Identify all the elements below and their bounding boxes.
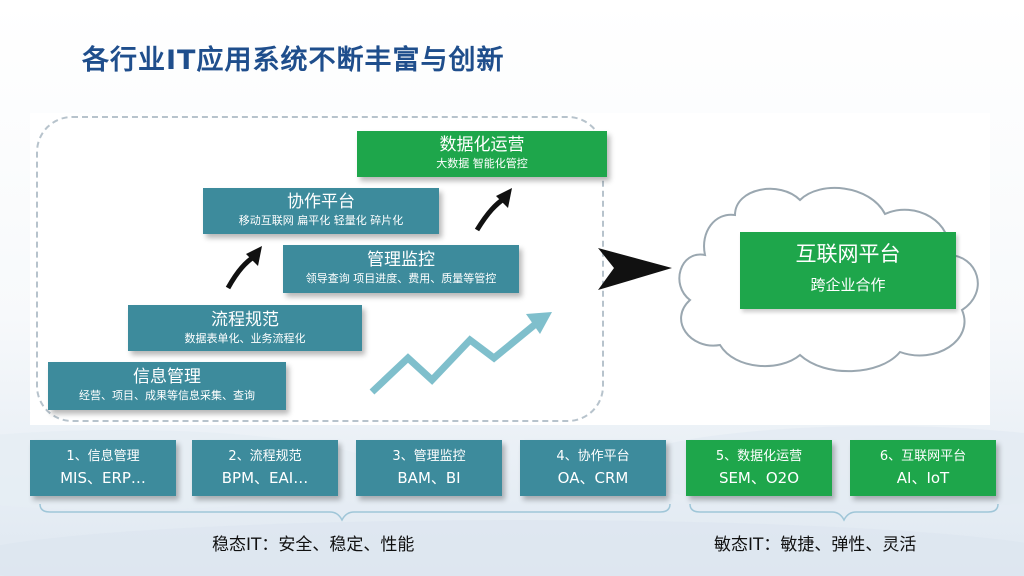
agile-it-bracket — [689, 503, 999, 522]
bottom-box-data-operation: 5、数据化运营 SEM、O2O — [686, 440, 832, 496]
bottom-box-internet-platform: 6、互联网平台 AI、IoT — [850, 440, 996, 496]
step-subtitle: 领导查询 项目进度、费用、质量等管控 — [305, 272, 497, 285]
stable-it-caption: 稳态IT：安全、稳定、性能 — [212, 535, 415, 555]
stable-it-region — [36, 116, 604, 422]
bottom-box-systems: AI、IoT — [896, 469, 950, 487]
bottom-box-systems: MIS、ERP… — [60, 469, 146, 487]
agile-it-caption: 敏态IT：敏捷、弹性、灵活 — [714, 535, 917, 555]
bottom-box-label: 3、管理监控 — [392, 449, 466, 464]
step-subtitle: 移动互联网 扁平化 轻量化 碎片化 — [238, 214, 404, 227]
stable-it-bracket — [39, 503, 671, 522]
step-process-standard: 流程规范 数据表单化、业务流程化 — [128, 305, 362, 351]
step-title: 数据化运营 — [439, 135, 525, 155]
step-subtitle: 经营、项目、成果等信息采集、查询 — [79, 389, 255, 402]
step-subtitle: 大数据 智能化管控 — [436, 157, 528, 170]
bottom-box-label: 6、互联网平台 — [879, 449, 967, 464]
step-subtitle: 数据表单化、业务流程化 — [184, 332, 306, 345]
trend-arrow-icon — [369, 312, 552, 395]
bottom-box-systems: SEM、O2O — [718, 469, 800, 487]
arrow-up-right-icon — [225, 246, 262, 290]
bottom-box-info-management: 1、信息管理 MIS、ERP… — [30, 440, 176, 496]
step-title: 流程规范 — [211, 310, 279, 330]
bottom-box-systems: BPM、EAI… — [221, 469, 309, 487]
cloud-subtitle: 跨企业合作 — [810, 276, 886, 294]
bottom-box-label: 5、数据化运营 — [715, 449, 803, 464]
step-collaboration-platform: 协作平台 移动互联网 扁平化 轻量化 碎片化 — [203, 188, 439, 234]
page-title: 各行业IT应用系统不断丰富与创新 — [82, 45, 505, 76]
bottom-box-label: 2、流程规范 — [228, 449, 302, 464]
arrow-up-right-icon — [474, 188, 512, 232]
step-title: 协作平台 — [287, 192, 355, 212]
bottom-box-process-standard: 2、流程规范 BPM、EAI… — [192, 440, 338, 496]
bottom-box-systems: OA、CRM — [557, 469, 629, 487]
bottom-box-collaboration-platform: 4、协作平台 OA、CRM — [520, 440, 666, 496]
step-management-monitoring: 管理监控 领导查询 项目进度、费用、质量等管控 — [283, 245, 519, 293]
cloud-title: 互联网平台 — [795, 242, 901, 266]
step-title: 信息管理 — [133, 367, 201, 387]
bottom-box-systems: BAM、BI — [397, 469, 461, 487]
bottom-box-label: 1、信息管理 — [66, 449, 140, 464]
bottom-box-label: 4、协作平台 — [556, 449, 630, 464]
step-title: 管理监控 — [367, 250, 435, 270]
internet-platform-box: 互联网平台 跨企业合作 — [740, 232, 956, 309]
step-info-management: 信息管理 经营、项目、成果等信息采集、查询 — [48, 362, 286, 410]
bottom-box-management-monitoring: 3、管理监控 BAM、BI — [356, 440, 502, 496]
step-data-operation: 数据化运营 大数据 智能化管控 — [357, 131, 607, 177]
arrow-right-icon — [598, 248, 672, 290]
